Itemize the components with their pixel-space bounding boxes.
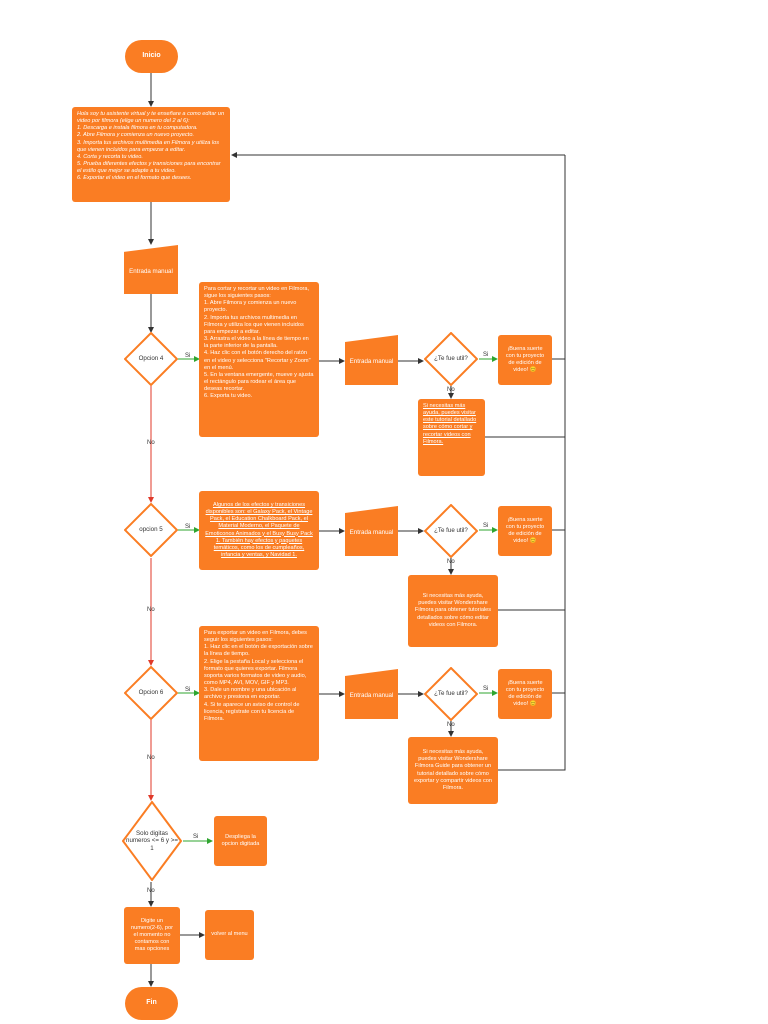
diamond-shape xyxy=(424,332,478,386)
help-5: Si necesitas más ayuda, puedes visitar W… xyxy=(408,575,498,647)
start-node: Inicio xyxy=(125,40,178,73)
decision-useful-5: ¿Te fue util? xyxy=(424,504,478,558)
back-menu-text: volver al menu xyxy=(211,931,248,938)
help-4-text: Si necesitas más ayuda, puedes visitar e… xyxy=(423,403,477,445)
end-node: Fin xyxy=(125,987,178,1020)
no-label-useful4: No xyxy=(447,387,455,393)
manual-input-4: Entrada manual xyxy=(345,335,398,385)
arrow-loop-back xyxy=(498,155,566,771)
help-5-text: Si necesitas más ayuda, puedes visitar W… xyxy=(414,593,492,628)
diamond-shape xyxy=(424,504,478,558)
no-label-opt4: No xyxy=(147,440,155,446)
no-label-opt5: No xyxy=(147,607,155,613)
decision-digits-label: Solo digitas numeros <= 6 y >= 1 xyxy=(126,829,178,852)
option-6-text: Para exportar un video en Filmora, debes… xyxy=(199,626,319,761)
good-luck-6-text: ¡Buena suerte con tu proyecto de edición… xyxy=(505,679,545,708)
option-4-lead: Para cortar y recortar un video en Filmo… xyxy=(204,286,310,300)
yes-label-opt4: Si xyxy=(185,353,191,359)
no-label-useful6: No xyxy=(447,722,455,728)
good-luck-6: ¡Buena suerte con tu proyecto de edición… xyxy=(498,669,552,719)
invalid-text: Digite un numero(2-6), por el momento no… xyxy=(131,917,173,953)
decision-useful-6: ¿Te fue util? xyxy=(424,667,478,721)
show-option-box: Despliega la opcion digitada xyxy=(214,816,267,866)
good-luck-5: ¡Buena suerte con tu proyecto de edición… xyxy=(498,506,552,556)
option-6-step-4: 4. Si te aparece un aviso de control de … xyxy=(204,701,300,722)
option-4-step-4: 4. Haz clic con el botón derecho del rat… xyxy=(204,350,311,371)
back-menu-box: volver al menu xyxy=(205,910,254,960)
decision-option-4-label: Opcion 4 xyxy=(138,355,164,363)
decision-useful-4-label: ¿Te fue util? xyxy=(434,355,468,363)
good-luck-4: ¡Buena suerte con tu proyecto de edición… xyxy=(498,335,552,385)
yes-label-useful6: Si xyxy=(483,686,489,692)
invalid-box: Digite un numero(2-6), por el momento no… xyxy=(124,907,180,964)
diamond-shape xyxy=(124,503,178,557)
decision-useful-4: ¿Te fue util? xyxy=(424,332,478,386)
good-luck-4-text: ¡Buena suerte con tu proyecto de edición… xyxy=(505,345,545,374)
manual-input-6: Entrada manual xyxy=(345,669,398,719)
yes-label-opt5: Si xyxy=(185,524,191,530)
option-6-step-3: 3. Dale un nombre y una ubicación al arc… xyxy=(204,687,297,701)
intro-step-6: 6. Exportar el video en el formato que d… xyxy=(77,175,192,182)
option-6-lead: Para exportar un video en Filmora, debes… xyxy=(204,630,307,644)
option-6-step-2: 2. Elige la pestaña Local y selecciona e… xyxy=(204,658,307,687)
option-5-text: Algunos de los efectos y transiciones di… xyxy=(199,491,319,570)
intro-lead: Hola soy tu asistente virtual y te enseñ… xyxy=(77,111,225,125)
decision-option-4: Opcion 4 xyxy=(124,332,178,386)
option-4-step-3: 3. Arrastra el video a la línea de tiemp… xyxy=(204,336,309,350)
intro-step-3: 3. Importa tus archivos multimedia en Fi… xyxy=(77,139,220,153)
yes-label-opt6: Si xyxy=(185,687,191,693)
manual-input-6-label: Entrada manual xyxy=(349,692,394,700)
yes-label-useful5: Si xyxy=(483,523,489,529)
decision-useful-5-label: ¿Te fue util? xyxy=(434,527,468,535)
option-4-step-6: 6. Exporta tu video. xyxy=(204,393,253,400)
option-4-text: Para cortar y recortar un video en Filmo… xyxy=(199,282,319,437)
manual-input-label: Entrada manual xyxy=(129,267,173,275)
decision-useful-6-label: ¿Te fue util? xyxy=(434,690,468,698)
option-4-step-2: 2. Importa tus archivos multimedia en Fi… xyxy=(204,314,304,335)
start-label: Inicio xyxy=(142,52,161,60)
decision-option-6: Opcion 6 xyxy=(124,666,178,720)
yes-label-useful4: Si xyxy=(483,352,489,358)
yes-label-digits: Si xyxy=(193,834,199,840)
option-4-step-5: 5. En la ventana emergente, mueve y ajus… xyxy=(204,371,314,393)
intro-step-1: 1. Descarga e instala filmora en tu comp… xyxy=(77,125,198,132)
good-luck-5-text: ¡Buena suerte con tu proyecto de edición… xyxy=(505,516,545,545)
no-label-opt6: No xyxy=(147,755,155,761)
diamond-shape xyxy=(122,801,182,881)
decision-option-5: opcion 5 xyxy=(124,503,178,557)
end-label: Fin xyxy=(146,999,157,1007)
intro-step-4: 4. Corta y recorta tu video. xyxy=(77,153,143,160)
diamond-shape xyxy=(124,332,178,386)
help-6-text: Si necesitas más ayuda, puedes visitar W… xyxy=(413,749,493,791)
decision-option-5-label: opcion 5 xyxy=(139,526,163,534)
option-5-text-content: Algunos de los efectos y transiciones di… xyxy=(205,501,313,558)
diamond-shape xyxy=(424,667,478,721)
option-6-step-1: 1. Haz clic en el botón de exportación s… xyxy=(204,644,313,658)
intro-step-5: 5. Prueba diferentes efectos y transicio… xyxy=(77,161,221,175)
intro-box: Hola soy tu asistente virtual y te enseñ… xyxy=(72,107,230,202)
manual-input-4-label: Entrada manual xyxy=(349,358,394,366)
intro-step-2: 2. Abre Filmora y comienza un nuevo proy… xyxy=(77,132,195,139)
show-option-text: Despliega la opcion digitada xyxy=(221,833,260,847)
no-label-useful5: No xyxy=(447,559,455,565)
diamond-shape xyxy=(124,666,178,720)
manual-input-5: Entrada manual xyxy=(345,506,398,556)
manual-input-main: Entrada manual xyxy=(124,245,178,294)
manual-input-5-label: Entrada manual xyxy=(349,529,394,537)
decision-digits: Solo digitas numeros <= 6 y >= 1 xyxy=(122,801,182,881)
decision-option-6-label: Opcion 6 xyxy=(138,689,164,697)
help-4: Si necesitas más ayuda, puedes visitar e… xyxy=(418,399,485,476)
help-6: Si necesitas más ayuda, puedes visitar W… xyxy=(408,737,498,804)
option-4-step-1: 1. Abre Filmora y comienza un nuevo proy… xyxy=(204,300,297,314)
no-label-digits: No xyxy=(147,888,155,894)
